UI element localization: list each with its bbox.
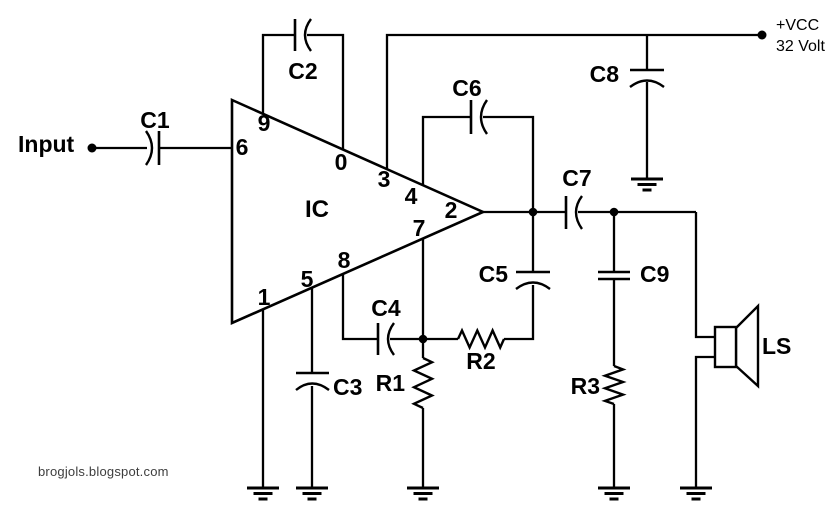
ground-icon <box>247 486 279 501</box>
capacitor-c6-icon <box>469 99 488 135</box>
capacitor-c8-label: C8 <box>590 61 620 87</box>
resistor-r3-label: R3 <box>571 373 600 399</box>
pin-label-9: 9 <box>258 110 271 136</box>
pin-label-6: 6 <box>236 134 249 160</box>
watermark-text: brogjols.blogspot.com <box>38 464 169 479</box>
junction-dot <box>528 207 538 217</box>
capacitor-c7-label: C7 <box>562 165 591 191</box>
wire <box>483 115 535 212</box>
wire <box>261 33 295 114</box>
resistor-r2-icon <box>456 327 506 351</box>
input-terminal-dot <box>87 143 97 153</box>
pin-label-3: 3 <box>378 166 391 192</box>
capacitor-c8-icon <box>629 68 665 88</box>
pin-label-7: 7 <box>413 215 426 241</box>
resistor-r1-icon <box>411 356 435 410</box>
capacitor-c4-label: C4 <box>371 295 401 321</box>
pin-label-4: 4 <box>405 183 418 209</box>
input-label: Input <box>18 131 75 157</box>
ground-icon <box>296 486 328 501</box>
capacitor-c3-label: C3 <box>333 374 362 400</box>
capacitor-c2-label: C2 <box>288 58 317 84</box>
wire <box>694 212 715 339</box>
ic-label: IC <box>305 196 329 223</box>
pin-label-0: 0 <box>335 149 348 175</box>
capacitor-c3-icon <box>295 371 330 391</box>
resistor-r2-label: R2 <box>466 348 495 374</box>
wire <box>307 33 345 150</box>
resistor-r1-label: R1 <box>376 370 406 396</box>
wires <box>92 33 762 488</box>
speaker-label: LS <box>762 333 791 359</box>
wire <box>341 274 378 341</box>
pin-label-1: 1 <box>258 284 271 310</box>
capacitor-c1-label: C1 <box>140 107 170 133</box>
ground-icon <box>407 486 439 501</box>
vcc-voltage-label: 32 Volt <box>776 38 825 55</box>
ground-icon <box>680 486 712 501</box>
capacitor-c9-icon <box>598 270 630 281</box>
ground-icon <box>631 177 663 192</box>
capacitor-c9-label: C9 <box>640 261 669 287</box>
capacitor-c2-icon <box>293 18 312 52</box>
opamp-triangle-icon <box>230 97 487 325</box>
capacitor-c1-icon <box>145 130 161 166</box>
wire <box>421 115 471 185</box>
ic-pin-numbers: 9 6 0 3 4 2 7 8 5 1 <box>236 110 458 310</box>
wire <box>694 355 715 488</box>
ground-icon <box>598 486 630 501</box>
capacitor-c4-icon <box>376 322 395 356</box>
capacitor-c7-icon <box>564 195 583 230</box>
vcc-label: +VCC <box>776 17 819 34</box>
vcc-terminal-dot <box>757 30 767 40</box>
junction-dot <box>609 207 619 217</box>
speaker-icon <box>713 303 760 389</box>
capacitor-c5-label: C5 <box>479 261 509 287</box>
resistor-r3-icon <box>601 364 627 406</box>
pin-label-5: 5 <box>301 266 314 292</box>
capacitor-c6-label: C6 <box>452 75 481 101</box>
wire <box>385 33 762 169</box>
pin-label-2: 2 <box>445 197 458 223</box>
junction-dot <box>418 334 428 344</box>
pin-label-8: 8 <box>338 247 351 273</box>
wire <box>504 285 535 341</box>
capacitor-c5-icon <box>515 270 551 290</box>
